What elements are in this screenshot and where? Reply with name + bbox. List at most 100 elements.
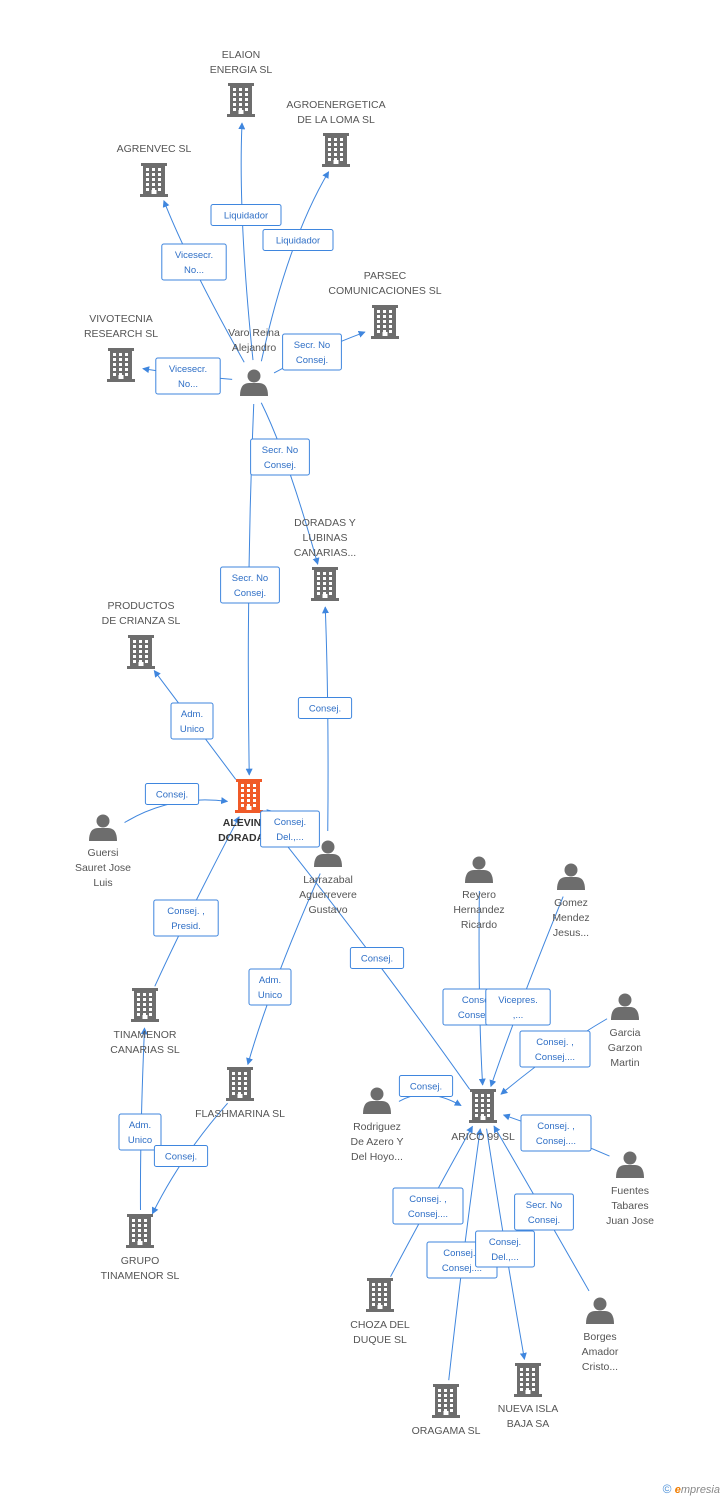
node-elaion[interactable]: ELAION ENERGIA SL [210, 49, 273, 117]
node-flashmarina[interactable]: FLASHMARINA SL [195, 1067, 285, 1120]
edge-label-text: Del.,... [276, 832, 303, 843]
node-borges[interactable]: BorgesAmadorCristo... [582, 1297, 619, 1374]
empresia-logo[interactable]: empresia [674, 1484, 720, 1496]
edge-label-text: Consej. [361, 954, 393, 965]
node-doradas[interactable]: DORADAS YLUBINASCANARIAS... [294, 517, 356, 601]
edge-label-choza-to-arico[interactable]: Consej. ,Consej.... [392, 1187, 464, 1225]
edge-label-box[interactable] [485, 988, 551, 1026]
node-agrenvec[interactable]: AGRENVEC SL [117, 143, 192, 197]
node-label: ELAION [222, 49, 261, 61]
node-label: RESEARCH SL [84, 328, 158, 340]
edge-label-alevines-to-productos[interactable]: Adm.Unico [170, 702, 214, 740]
edge-label-text: No... [184, 265, 204, 276]
edge-label-box[interactable] [475, 1230, 535, 1268]
edge-label-box[interactable] [118, 1113, 162, 1151]
node-label: PRODUCTOS [108, 600, 175, 612]
edge-label-text: Unico [128, 1135, 152, 1146]
edge-label-arico-to-nueva[interactable]: Consej.Del.,... [475, 1230, 535, 1268]
node-label: Gustavo [308, 904, 347, 916]
node-label: AGROENERGETICA [286, 99, 385, 111]
node-label: CANARIAS SL [110, 1044, 180, 1056]
edge-label-text: Consej.... [408, 1209, 448, 1220]
node-productos[interactable]: PRODUCTOS DE CRIANZA SL [102, 600, 181, 669]
edge-label-varo-to-agrenvec[interactable]: Vicesecr.No... [161, 243, 227, 281]
node-label: Cristo... [582, 1361, 618, 1373]
edge-label-box[interactable] [519, 1030, 591, 1068]
edge-label-box[interactable] [349, 947, 405, 969]
edge-label-box[interactable] [144, 783, 200, 805]
edge-label-larrazabal-to-doradas[interactable]: Consej. [297, 697, 353, 719]
edge-label-varo-to-parsec[interactable]: Secr. No Consej. [282, 333, 342, 371]
node-gomez[interactable]: GomezMendezJesus... [552, 863, 590, 940]
edge-label-fuentes-to-arico[interactable]: Consej. ,Consej.... [520, 1114, 592, 1152]
node-label: TINAMENOR [114, 1029, 177, 1041]
edge-label-garcia-to-arico[interactable]: Consej. ,Consej.... [519, 1030, 591, 1068]
node-label: Reyero [462, 889, 496, 901]
edge-label-box[interactable] [210, 204, 282, 226]
edge-label-gomez-to-arico[interactable]: Vicepres.,... [485, 988, 551, 1026]
node-label: De Azero Y [351, 1136, 404, 1148]
edge-label-text: Consej. [296, 355, 328, 366]
edge-label-box[interactable] [170, 702, 214, 740]
edge-label-varo-to-agroenergetica[interactable]: Liquidador [262, 229, 334, 251]
edge-label-box[interactable] [153, 899, 219, 937]
edge-label-grupo-to-tinamenor[interactable]: Adm.Unico [118, 1113, 162, 1151]
edge-label-box[interactable] [282, 333, 342, 371]
edge-label-box[interactable] [262, 229, 334, 251]
edge-label-box[interactable] [161, 243, 227, 281]
node-arico[interactable]: ARICO 99 SL [451, 1089, 515, 1143]
edge-label-larrazabal-to-alevines[interactable]: Consej.Del.,... [260, 810, 320, 848]
edge-label-guersi-to-alevines[interactable]: Consej. [144, 783, 200, 805]
edge-label-flashmarina-to-grupo[interactable]: Consej. [153, 1145, 209, 1167]
productos-building-icon [127, 635, 155, 669]
node-oragama[interactable]: ORAGAMA SL [412, 1384, 481, 1437]
edge-label-varo-to-elaion[interactable]: Liquidador [210, 204, 282, 226]
edge-label-box[interactable] [153, 1145, 209, 1167]
edge-label-larrazabal-to-flashmarina[interactable]: Adm.Unico [248, 968, 292, 1006]
node-label: Gomez [554, 897, 588, 909]
edge-label-rodriguez-to-arico[interactable]: Consej. [398, 1075, 454, 1097]
edge-label-box[interactable] [250, 438, 310, 476]
edge-label-box[interactable] [248, 968, 292, 1006]
edge-label-box[interactable] [297, 697, 353, 719]
node-label: Juan Jose [606, 1215, 654, 1227]
edge-label-tinamenor-to-alevines[interactable]: Consej. ,Presid. [153, 899, 219, 937]
edge-label-text: Consej. [489, 1237, 521, 1248]
edge-label-arico-to-alevines[interactable]: Consej. [349, 947, 405, 969]
elaion-building-icon [227, 83, 255, 117]
edge-label-box[interactable] [392, 1187, 464, 1225]
node-tinamenor[interactable]: TINAMENOR CANARIAS SL [110, 988, 180, 1056]
node-label: ENERGIA SL [210, 64, 273, 76]
gomez-person-icon [557, 863, 585, 890]
parsec-building-icon [371, 305, 399, 339]
edge-label-box[interactable] [514, 1193, 574, 1231]
edge-label-box[interactable] [260, 810, 320, 848]
edge-label-text: Secr. No [294, 340, 330, 351]
edge-label-box[interactable] [220, 566, 280, 604]
edge-label-text: Secr. No [232, 573, 268, 584]
edge-label-box[interactable] [155, 357, 221, 395]
edge-label-box[interactable] [398, 1075, 454, 1097]
edge-label-text: Vicepres. [498, 995, 537, 1006]
node-label: CHOZA DEL [350, 1319, 410, 1331]
node-label: DE CRIANZA SL [102, 615, 181, 627]
edge-label-varo-to-vivotecnia[interactable]: Vicesecr.No... [155, 357, 221, 395]
edge-label-box[interactable] [520, 1114, 592, 1152]
